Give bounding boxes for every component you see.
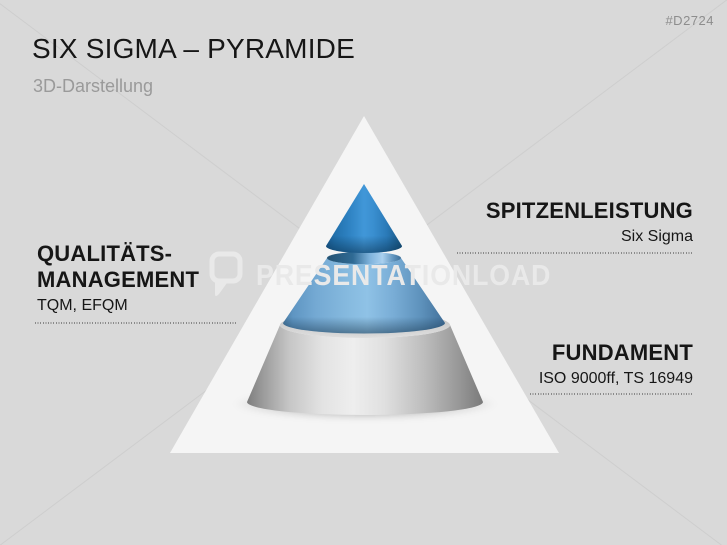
label-fundament-sub: ISO 9000ff, TS 16949 — [538, 370, 693, 387]
dotted-connector-line-bottomright — [530, 393, 693, 395]
label-spitzenleistung: SPITZENLEISTUNG Six Sigma — [413, 198, 693, 246]
label-qm-line2: MANAGEMENT — [37, 267, 200, 292]
pyramid-level-bottom-frustum — [247, 325, 483, 415]
label-qm-sub: TQM, EFQM — [37, 297, 128, 314]
label-fundament: FUNDAMENT ISO 9000ff, TS 16949 — [413, 340, 693, 388]
page-subtitle: 3D-Darstellung — [33, 76, 154, 96]
pyramid-level-middle-shading — [283, 258, 445, 334]
label-qm-line1: QUALITÄTS- — [37, 241, 173, 266]
label-qualitaetsmanagement: QUALITÄTS- MANAGEMENT TQM, EFQM — [37, 241, 257, 315]
label-fundament-title: FUNDAMENT — [551, 340, 693, 365]
pyramid-level-top-cone-shading — [326, 184, 402, 253]
product-code: #D2724 — [665, 13, 714, 28]
label-spitzenleistung-sub: Six Sigma — [620, 228, 693, 245]
pyramid-level-middle-top-rim — [327, 251, 401, 265]
dotted-connector-line-left — [35, 322, 237, 324]
label-spitzenleistung-title: SPITZENLEISTUNG — [485, 198, 693, 223]
dotted-connector-line-topright — [457, 252, 692, 254]
page-title: SIX SIGMA – PYRAMIDE — [32, 33, 355, 64]
